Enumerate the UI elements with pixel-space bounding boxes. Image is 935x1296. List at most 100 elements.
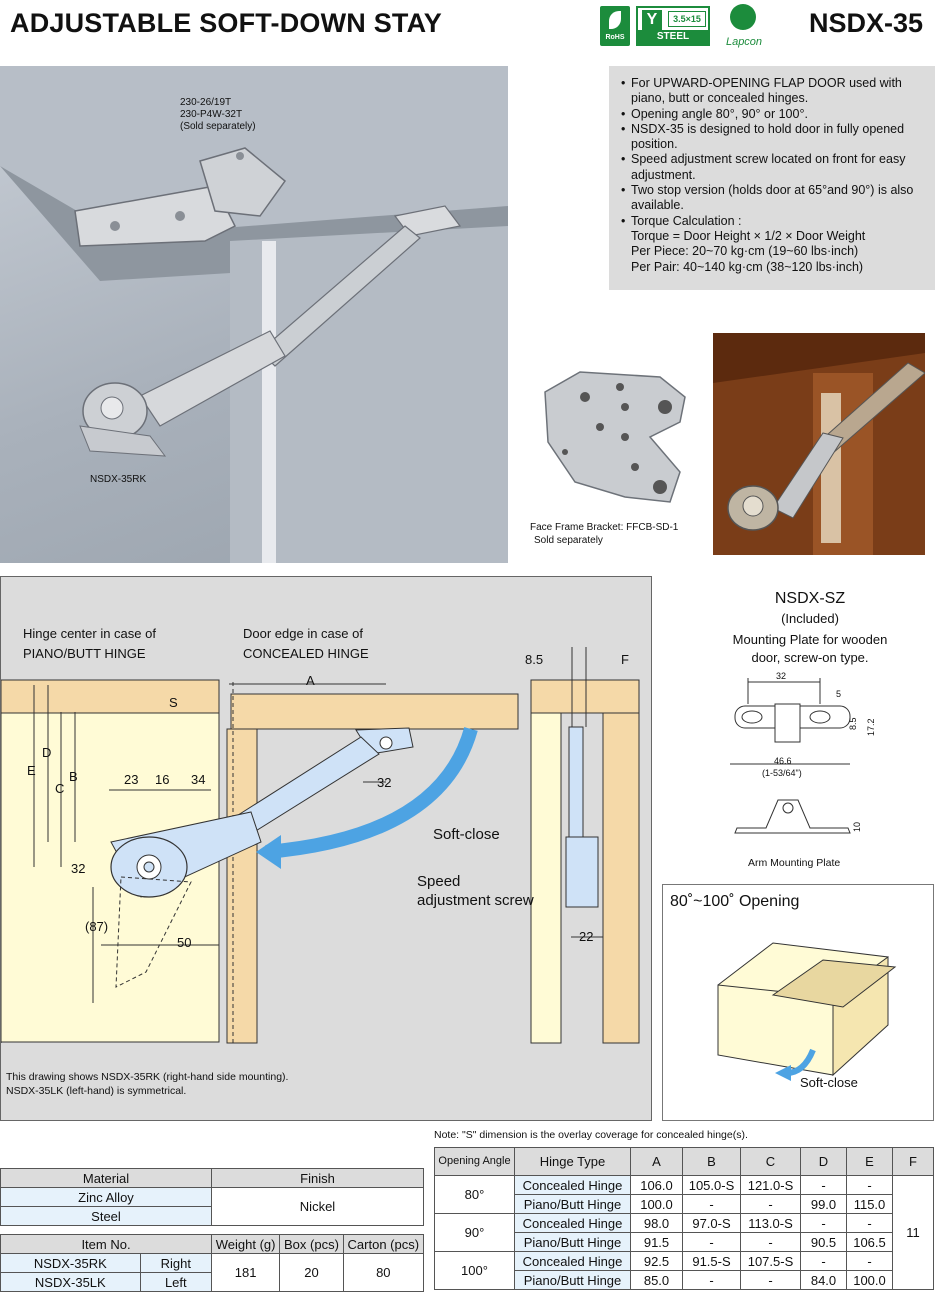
sz-dim-17-2: 17.2 bbox=[866, 718, 876, 736]
spec-header-type: Hinge Type bbox=[514, 1147, 631, 1176]
hinge-type: Concealed Hinge bbox=[514, 1213, 631, 1233]
installed-stay-photo bbox=[713, 333, 925, 555]
item-no: NSDX-35RK bbox=[0, 1253, 141, 1273]
sz-dim-32: 32 bbox=[776, 671, 787, 681]
feature-item: Speed adjustment screw located on front … bbox=[621, 152, 925, 183]
item-side: Right bbox=[139, 1253, 213, 1273]
value-a: 85.0 bbox=[630, 1270, 683, 1290]
steel-label: STEEL bbox=[638, 30, 708, 44]
bracket-illustration bbox=[544, 371, 686, 503]
drawing-note-2: NSDX-35LK (left-hand) is symmetrical. bbox=[6, 1085, 187, 1097]
dim-32-side: 32 bbox=[71, 861, 86, 876]
model-number: NSDX-35 bbox=[808, 8, 923, 38]
feature-item: Torque Calculation : bbox=[621, 214, 925, 230]
dim-22: 22 bbox=[579, 929, 594, 944]
hinge-type: Concealed Hinge bbox=[514, 1251, 631, 1271]
dim-16: 16 bbox=[155, 772, 170, 787]
hinge-label-3: (Sold separately) bbox=[180, 121, 256, 132]
value-d: 90.5 bbox=[800, 1232, 847, 1252]
value-a: 91.5 bbox=[630, 1232, 683, 1252]
value-a: 98.0 bbox=[630, 1213, 683, 1233]
box-value: 20 bbox=[279, 1253, 344, 1292]
diagram-drawing bbox=[1, 647, 640, 1044]
material-steel: Steel bbox=[0, 1206, 212, 1226]
sz-included: (Included) bbox=[781, 611, 839, 626]
s-dimension-note: Note: "S" dimension is the overlay cover… bbox=[434, 1129, 748, 1141]
speed-label-1: Speed bbox=[417, 873, 461, 890]
sz-dim-46-6: 46.6 bbox=[774, 756, 792, 766]
dim-32-arm: 32 bbox=[377, 775, 392, 790]
soft-close-label: Soft-close bbox=[433, 826, 500, 843]
spec-table: Opening Angle Hinge Type A B C D E F 80°… bbox=[434, 1147, 934, 1290]
installed-stay-illustration bbox=[713, 333, 925, 555]
hinge-type: Piano/Butt Hinge bbox=[514, 1270, 631, 1290]
finish-value: Nickel bbox=[211, 1187, 424, 1226]
opening-soft-close-label: Soft-close bbox=[800, 1075, 858, 1090]
product-photo: 230-26/19T 230-P4W-32T (Sold separately)… bbox=[0, 66, 508, 563]
leaf-icon bbox=[609, 11, 621, 29]
bracket-label-2: Sold separately bbox=[534, 535, 603, 546]
sz-dim-8-5: 8.5 bbox=[848, 717, 858, 730]
value-e: - bbox=[846, 1251, 893, 1271]
torque-per-piece: Per Piece: 20~70 kg·cm (19~60 lbs·inch) bbox=[631, 244, 859, 259]
dimension-diagram: Hinge center in case of PIANO/BUTT HINGE… bbox=[0, 576, 652, 1121]
value-d: - bbox=[800, 1175, 847, 1195]
lapcon-logo: Lapcon bbox=[718, 4, 770, 48]
value-d: - bbox=[800, 1251, 847, 1271]
finish-header: Finish bbox=[211, 1168, 424, 1188]
value-b: - bbox=[682, 1270, 741, 1290]
hinge-type: Piano/Butt Hinge bbox=[514, 1232, 631, 1252]
screw-size: 3.5×15 bbox=[668, 11, 706, 27]
spec-header-angle: Opening Angle bbox=[434, 1147, 515, 1176]
value-e: - bbox=[846, 1175, 893, 1195]
value-c: - bbox=[740, 1232, 801, 1252]
torque-per-pair: Per Pair: 40~140 kg·cm (38~120 lbs·inch) bbox=[631, 259, 864, 274]
spec-header-e: E bbox=[846, 1147, 893, 1176]
angle-100: 100° bbox=[434, 1251, 515, 1290]
sz-desc-1: Mounting Plate for wooden bbox=[732, 632, 888, 647]
bracket-photo bbox=[540, 362, 690, 512]
dim-8-5: 8.5 bbox=[525, 652, 544, 667]
features-list: For UPWARD-OPENING FLAP DOOR used with p… bbox=[621, 76, 925, 229]
feature-item: Two stop version (holds door at 65°and 9… bbox=[621, 183, 925, 214]
value-a: 100.0 bbox=[630, 1194, 683, 1214]
value-d: 84.0 bbox=[800, 1270, 847, 1290]
sz-dim-5: 5 bbox=[836, 689, 842, 699]
value-c: - bbox=[740, 1270, 801, 1290]
item-no: NSDX-35LK bbox=[0, 1272, 141, 1292]
dim-34: 34 bbox=[191, 772, 206, 787]
spec-header-d: D bbox=[800, 1147, 847, 1176]
rohs-badge: RoHS bbox=[600, 6, 630, 46]
sz-dim-10: 10 bbox=[852, 821, 862, 832]
feature-item: NSDX-35 is designed to hold door in full… bbox=[621, 122, 925, 153]
material-zinc: Zinc Alloy bbox=[0, 1187, 212, 1207]
value-b: - bbox=[682, 1194, 741, 1214]
hinge-label-2: 230-P4W-32T bbox=[180, 109, 243, 120]
door-edge-label-1: Door edge in case of bbox=[243, 626, 363, 641]
dim-e: E bbox=[27, 763, 36, 778]
feature-item: For UPWARD-OPENING FLAP DOOR used with p… bbox=[621, 76, 925, 107]
steel-screw-badge: Y 3.5×15 STEEL bbox=[636, 6, 710, 46]
value-f: 11 bbox=[892, 1175, 934, 1290]
page-title: ADJUSTABLE SOFT-DOWN STAY bbox=[10, 8, 443, 38]
drawing-note-1: This drawing shows NSDX-35RK (right-hand… bbox=[6, 1071, 289, 1083]
dim-s: S bbox=[169, 695, 178, 710]
lapcon-emblem-icon bbox=[730, 4, 756, 30]
hinge-type: Concealed Hinge bbox=[514, 1175, 631, 1195]
material-header: Material bbox=[0, 1168, 212, 1188]
dim-a: A bbox=[306, 673, 315, 688]
opening-box: 80˚~100˚ Opening Soft-close bbox=[662, 884, 934, 1121]
value-c: - bbox=[740, 1194, 801, 1214]
angle-90: 90° bbox=[434, 1213, 515, 1252]
sz-dim-inch: (1-53/64") bbox=[762, 768, 802, 778]
value-e: 106.5 bbox=[846, 1232, 893, 1252]
door-edge-label-2: CONCEALED HINGE bbox=[243, 646, 369, 661]
hinge-center-label-1: Hinge center in case of bbox=[23, 626, 156, 641]
hinge-type: Piano/Butt Hinge bbox=[514, 1194, 631, 1214]
carton-header: Carton (pcs) bbox=[342, 1234, 425, 1254]
material-table: Material Finish Zinc Alloy Nickel Steel … bbox=[0, 1168, 425, 1292]
dim-c: C bbox=[55, 781, 65, 796]
features-box: For UPWARD-OPENING FLAP DOOR used with p… bbox=[609, 66, 935, 290]
value-b: 105.0-S bbox=[682, 1175, 741, 1195]
arm-mounting-label: Arm Mounting Plate bbox=[748, 857, 841, 869]
